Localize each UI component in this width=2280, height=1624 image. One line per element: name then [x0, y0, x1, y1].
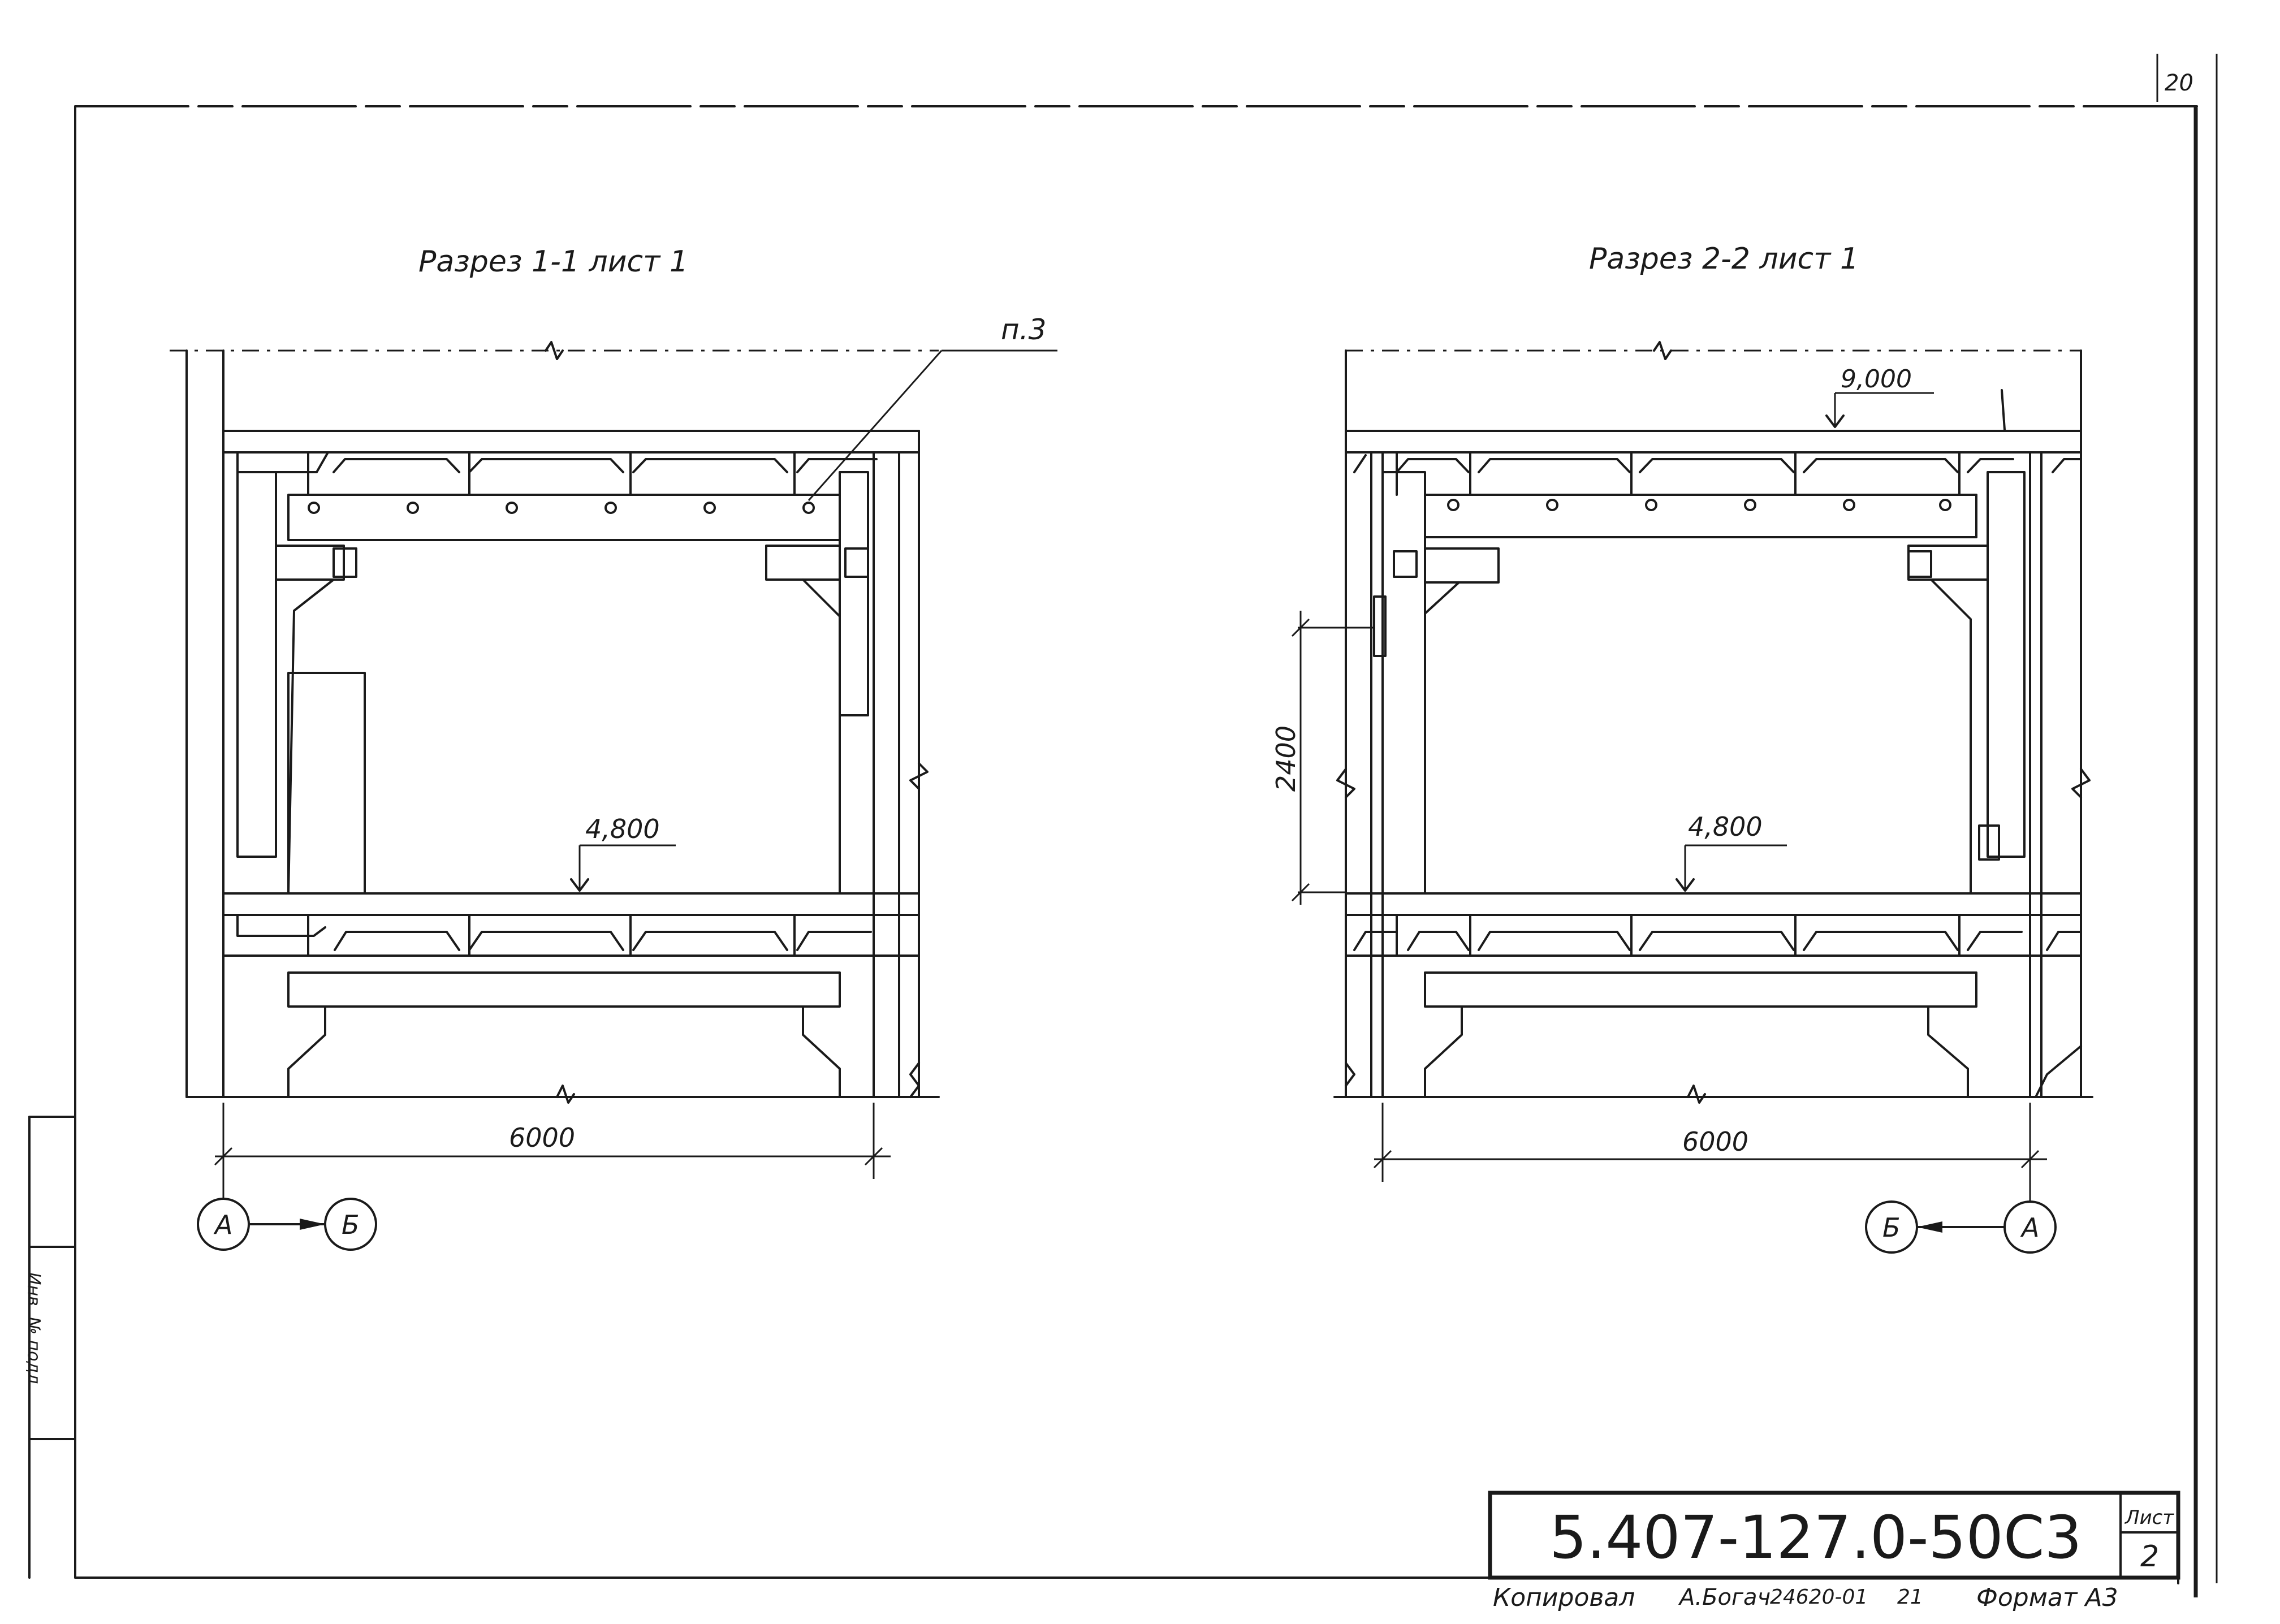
- section-2-2: Разрез 2-2 лист 1 9,000: [1271, 242, 2093, 1254]
- side-stamp: Инв. № подл.: [24, 1116, 76, 1579]
- section-2-2-level: 4,800: [1688, 811, 1763, 842]
- section-1-1-callout: п.3: [1001, 313, 1046, 346]
- section-1-1-level: 4,800: [585, 814, 660, 844]
- copier-name: А.Богач: [1678, 1584, 1771, 1610]
- order-suffix: 21: [1897, 1586, 1923, 1609]
- title-block: 5.407-127.0-50С3 Лист 2: [1488, 1491, 2180, 1580]
- sheet-label: Лист: [2124, 1506, 2174, 1529]
- copy-line: Копировал А.Богач 24620-01 21 Формат А3: [1493, 1583, 2118, 1612]
- axis-marker-2-2-right: А: [2003, 1200, 2057, 1254]
- section-1-1: Разрез 1-1 лист 1 п.3: [170, 245, 1057, 1251]
- axis-label: А: [2020, 1212, 2039, 1243]
- axis-marker-2-2-left: Б: [1865, 1200, 1918, 1254]
- bolt-row-2-2: [1447, 499, 1951, 511]
- axis-label: А: [213, 1210, 232, 1240]
- section-2-2-span: 6000: [1682, 1126, 1748, 1157]
- axis-marker-1-1-left: А: [197, 1198, 250, 1251]
- section-2-2-height: 2400: [1271, 725, 1301, 792]
- axis-marker-1-1-right: Б: [324, 1198, 377, 1251]
- sheet-number: 2: [2140, 1540, 2159, 1574]
- section-1-1-span: 6000: [509, 1122, 575, 1153]
- section-1-1-title: Разрез 1-1 лист 1: [418, 245, 688, 279]
- section-2-2-level-top: 9,000: [1841, 365, 1912, 394]
- axis-label: Б: [1882, 1212, 1901, 1243]
- page-number: 20: [2165, 70, 2193, 96]
- designation: 5.407-127.0-50С3: [1549, 1503, 2082, 1572]
- side-stamp-text: Инв. № подл.: [24, 1272, 44, 1389]
- format: Формат А3: [1976, 1583, 2118, 1612]
- sheet-frame: [74, 54, 2218, 1597]
- bolt-row-1-1: [308, 502, 815, 514]
- copied-by: Копировал: [1493, 1583, 1635, 1612]
- order-number: 24620-01: [1770, 1586, 1868, 1609]
- axis-label: Б: [342, 1210, 360, 1240]
- section-2-2-title: Разрез 2-2 лист 1: [1589, 242, 1859, 276]
